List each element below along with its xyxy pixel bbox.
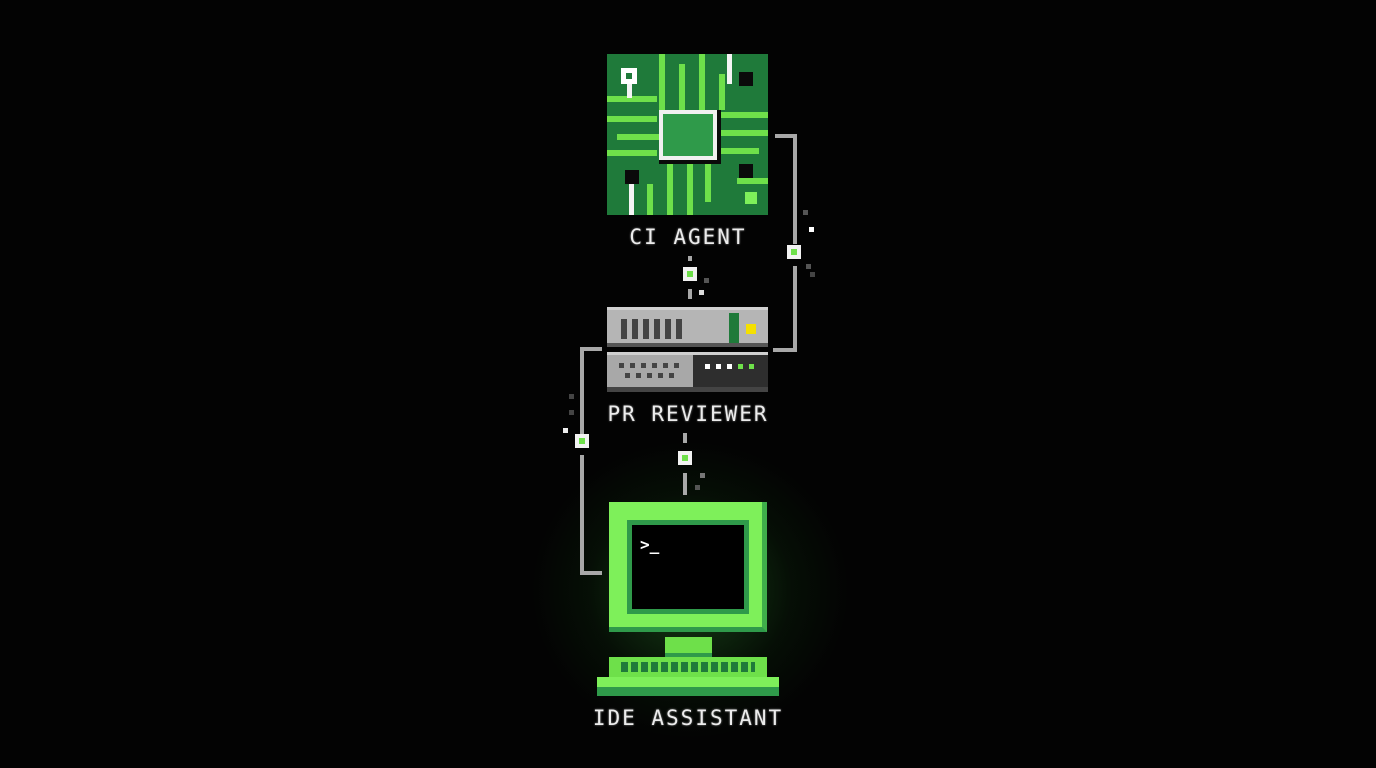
node-label-ci-agent: CI AGENT — [629, 225, 747, 249]
connector-node — [683, 267, 697, 281]
node-label-ide-assistant: IDE ASSISTANT — [592, 706, 784, 730]
terminal-screen: >_ — [632, 525, 744, 609]
chip-core — [659, 110, 721, 164]
circuit-chip-icon — [607, 54, 768, 215]
connector-node — [678, 451, 692, 465]
connector-wire — [775, 134, 797, 138]
connector-node — [787, 245, 801, 259]
keyboard-keys — [621, 662, 755, 672]
connector-wire — [580, 347, 602, 351]
computer-terminal-icon: >_ — [597, 502, 779, 697]
terminal-prompt: >_ — [640, 535, 660, 554]
node-label-pr-reviewer: PR REVIEWER — [607, 402, 769, 426]
server-rack-icon — [607, 307, 768, 392]
connector-node — [575, 434, 589, 448]
